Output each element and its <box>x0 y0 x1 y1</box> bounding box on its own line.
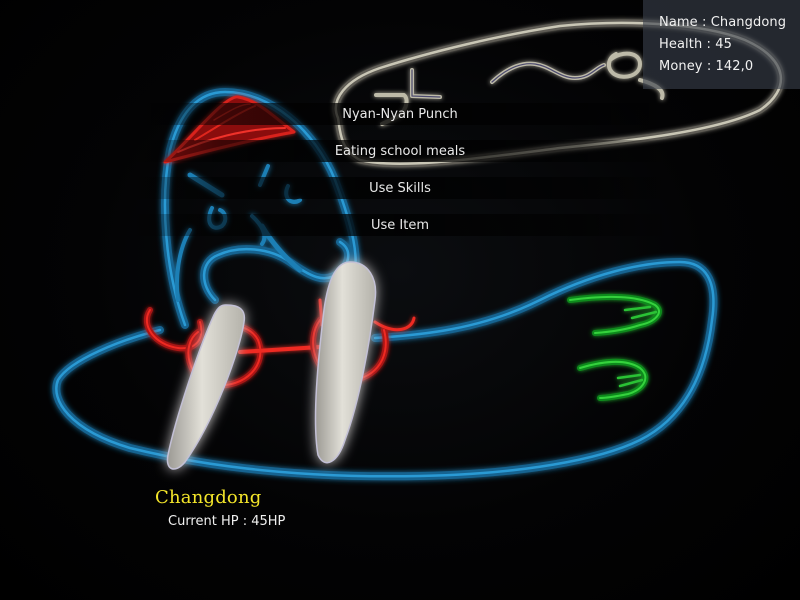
player-money: Money : 142,0 <box>659 59 754 74</box>
menu-item-use-item[interactable]: Use Item <box>120 214 680 236</box>
character-status: Changdong Current HP : 45HP <box>155 486 285 530</box>
right-tusk <box>314 261 377 464</box>
menu-item-use-skills[interactable]: Use Skills <box>120 177 680 199</box>
menu-item-label: Use Item <box>370 217 429 233</box>
character-name: Changdong <box>155 487 262 508</box>
menu-item-nyan-nyan-punch[interactable]: Nyan-Nyan Punch <box>120 103 680 125</box>
player-health: Health : 45 <box>659 37 732 52</box>
menu-item-eating-school-meals[interactable]: Eating school meals <box>120 140 680 162</box>
menu-item-label: Eating school meals <box>334 143 466 159</box>
player-info-panel: Name : Changdong Health : 45 Money : 142… <box>643 0 800 89</box>
menu-item-label: Use Skills <box>369 180 431 196</box>
menu-item-label: Nyan-Nyan Punch <box>342 106 458 122</box>
character-current-hp: Current HP : 45HP <box>168 514 286 529</box>
player-name: Name : Changdong <box>659 15 787 30</box>
left-tusk <box>166 304 246 470</box>
